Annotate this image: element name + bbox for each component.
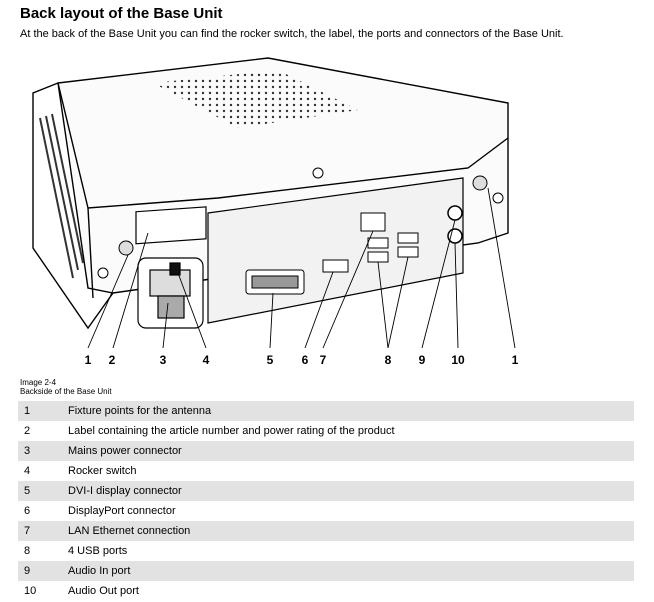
- legend-number: 10: [24, 585, 37, 597]
- legend-number: 3: [24, 445, 31, 457]
- legend-row: 4 Rocker switch: [18, 461, 634, 481]
- legend-number: 8: [24, 545, 31, 557]
- figure-number: Image 2-4: [20, 378, 57, 387]
- legend-row: 9 Audio In port: [18, 561, 634, 581]
- dvi-connector-icon: [245, 269, 305, 295]
- page-title: Back layout of the Base Unit: [20, 5, 223, 22]
- legend-description: Audio Out port: [68, 585, 139, 597]
- legend-number: 1: [24, 405, 31, 417]
- callout-number: 8: [385, 353, 392, 367]
- legend-description: DisplayPort connector: [68, 505, 176, 517]
- callout-number: 9: [419, 353, 426, 367]
- side-vents: [39, 113, 84, 279]
- legend-row: 1 Fixture points for the antenna: [18, 401, 634, 421]
- legend-row: 3 Mains power connector: [18, 441, 634, 461]
- legend-row: 5 DVI-I display connector: [18, 481, 634, 501]
- callout-number: 1: [512, 353, 519, 367]
- base-unit-back-illustration: 1 2 3 4 5 6 7 8 9 10 1: [32, 57, 519, 367]
- displayport-connector-icon: [322, 259, 349, 273]
- legend-number: 6: [24, 505, 31, 517]
- callout-number: 6: [302, 353, 309, 367]
- legend-description: Fixture points for the antenna: [68, 405, 212, 417]
- callout-number: 5: [267, 353, 274, 367]
- product-label: [135, 206, 207, 245]
- legend-row: 7 LAN Ethernet connection: [18, 521, 634, 541]
- top-vent-grille: [153, 70, 358, 128]
- legend-number: 4: [24, 465, 31, 477]
- legend-description: LAN Ethernet connection: [68, 525, 191, 537]
- audio-in-port-icon: [447, 205, 463, 221]
- callout-number: 4: [203, 353, 210, 367]
- legend-description: 4 USB ports: [68, 545, 128, 557]
- legend-description: DVI-I display connector: [68, 485, 182, 497]
- figure-caption: Backside of the Base Unit: [20, 387, 112, 396]
- legend-row: 2 Label containing the article number an…: [18, 421, 634, 441]
- intro-text: At the back of the Base Unit you can fin…: [20, 28, 564, 40]
- legend-row: 10 Audio Out port: [18, 581, 634, 601]
- legend-row: 6 DisplayPort connector: [18, 501, 634, 521]
- antenna-fixture-left-icon: [118, 240, 134, 256]
- antenna-fixture-right-icon: [472, 175, 488, 191]
- legend-number: 7: [24, 525, 31, 537]
- callout-number: 2: [109, 353, 116, 367]
- legend-number: 2: [24, 425, 31, 437]
- legend-table: 1 Fixture points for the antenna 2 Label…: [18, 401, 634, 601]
- callout-number: 7: [320, 353, 327, 367]
- legend-description: Mains power connector: [68, 445, 182, 457]
- audio-out-port-icon: [447, 228, 463, 244]
- legend-number: 9: [24, 565, 31, 577]
- legend-description: Audio In port: [68, 565, 131, 577]
- legend-description: Rocker switch: [68, 465, 137, 477]
- legend-description: Label containing the article number and …: [68, 425, 395, 437]
- callout-number: 1: [85, 353, 92, 367]
- lan-port-icon: [360, 212, 386, 232]
- screw-icons: [97, 167, 504, 279]
- power-connector-icon: [137, 257, 204, 329]
- legend-row: 8 4 USB ports: [18, 541, 634, 561]
- legend-number: 5: [24, 485, 31, 497]
- callout-leader-lines: [87, 187, 516, 349]
- callout-number: 10: [451, 353, 465, 367]
- callout-number: 3: [160, 353, 167, 367]
